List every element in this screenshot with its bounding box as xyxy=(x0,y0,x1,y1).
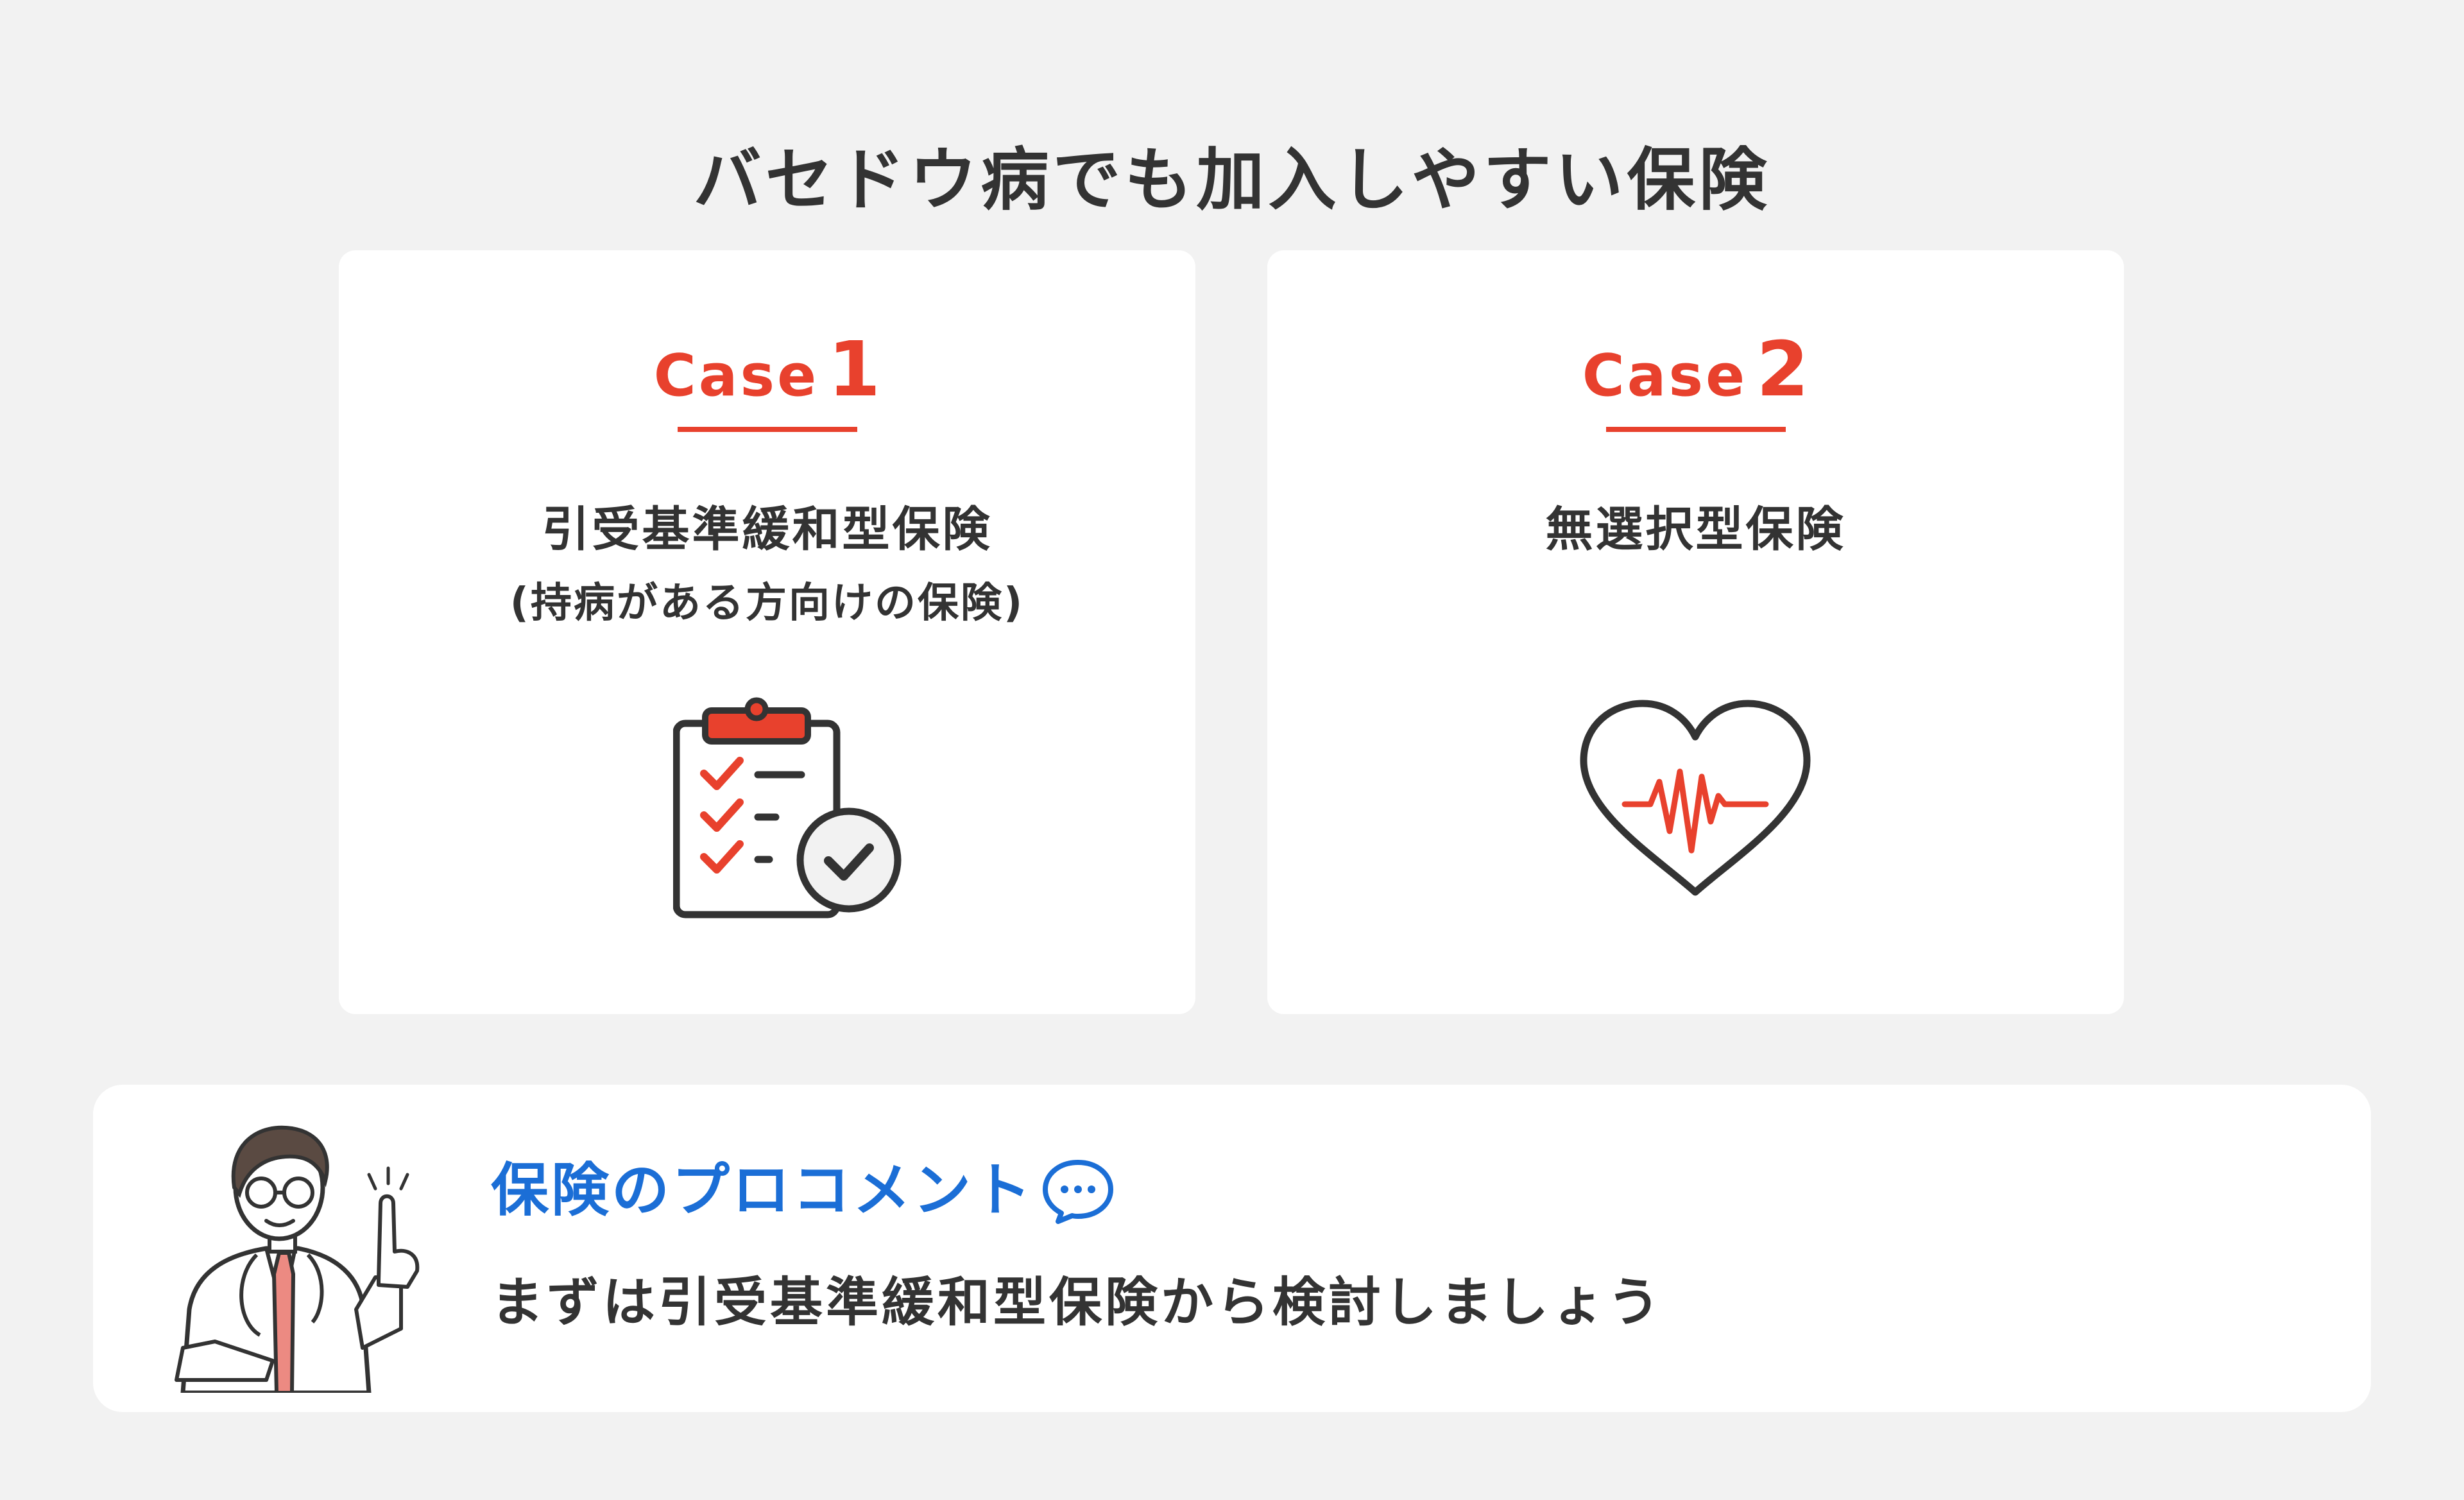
page-title: バセドウ病でも加入しやすい保険 xyxy=(693,141,1771,220)
pro-comment-label: 保険のプロコメント xyxy=(491,1157,1034,1224)
pro-comment-box: 保険のプロコメント まずは引受基準緩和型保険から検討しましょう xyxy=(93,1085,2371,1412)
doctor-pointing-illustration xyxy=(175,1125,420,1393)
pro-comment-header: 保険のプロコメント xyxy=(491,1149,1116,1232)
case-subtitle-1: (持病がある方向けの保険) xyxy=(509,580,1025,627)
pro-comment-text: まずは引受基準緩和型保険から検討しましょう xyxy=(491,1272,1664,1333)
clipboard-checklist-icon xyxy=(673,697,902,918)
case-number: 2 xyxy=(1756,325,1810,413)
case-title-2: 無選択型保険 xyxy=(1545,502,1846,557)
case-word: Case xyxy=(653,342,819,409)
case-underline xyxy=(1606,427,1786,432)
case-title-1: 引受基準緩和型保険 xyxy=(542,502,993,557)
case-underline xyxy=(678,427,857,432)
heart-pulse-icon xyxy=(1580,700,1811,896)
case-number: 1 xyxy=(828,325,881,413)
speech-bubble-icon xyxy=(1043,1160,1113,1224)
case-word: Case xyxy=(1582,342,1748,409)
